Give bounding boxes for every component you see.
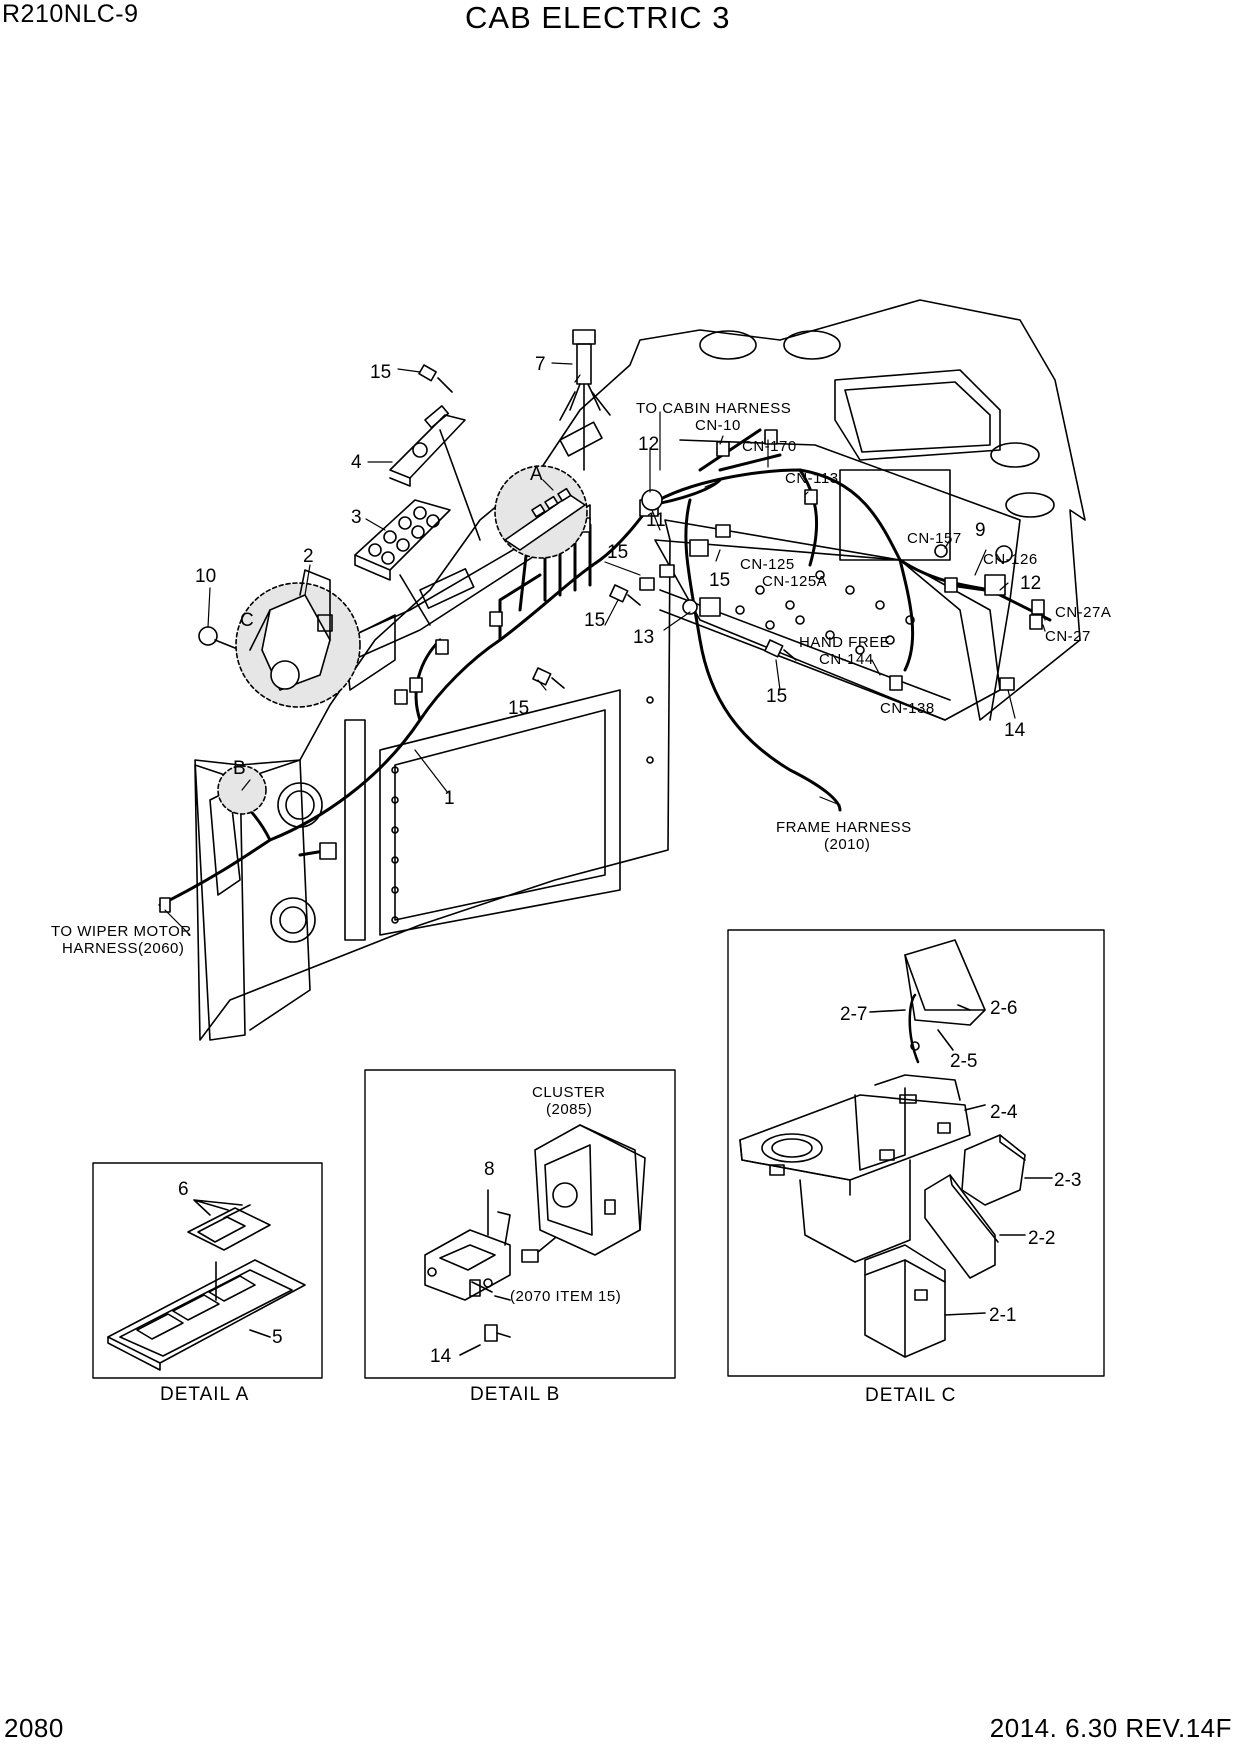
label-cn-170: CN-170 <box>742 438 797 455</box>
callout-7: 7 <box>535 354 546 375</box>
item-4-switch-panel <box>389 405 481 541</box>
detail-a-box <box>92 1162 323 1379</box>
callout-b: B <box>233 758 246 779</box>
harness-connectors <box>159 429 1045 913</box>
label-item-ref: (2070 ITEM 15) <box>510 1288 621 1305</box>
callout-15-e: 15 <box>508 698 529 719</box>
label-frame-harness-ref: (2010) <box>824 836 870 853</box>
item-7-switch <box>559 329 611 471</box>
model-number: R210NLC-9 <box>2 0 139 28</box>
item-3-button-panel <box>354 499 451 626</box>
label-cn-126: CN-126 <box>983 551 1038 568</box>
leader-lines <box>164 362 1046 936</box>
label-to-cabin-harness: TO CABIN HARNESS <box>636 400 791 417</box>
label-cn-27a: CN-27A <box>1055 604 1111 621</box>
label-cn-138: CN-138 <box>880 700 935 717</box>
label-wiper-line-2: HARNESS(2060) <box>62 940 184 957</box>
callout-2-1: 2-1 <box>989 1305 1016 1326</box>
detail-b-caption: DETAIL B <box>470 1384 560 1405</box>
callout-8: 8 <box>484 1159 495 1180</box>
callout-12-left: 12 <box>638 434 659 455</box>
callout-2-2: 2-2 <box>1028 1228 1055 1249</box>
label-cluster-ref: (2085) <box>546 1101 592 1118</box>
callout-14-top: 14 <box>1004 720 1026 741</box>
callout-12-right: 12 <box>1020 573 1041 594</box>
callout-c: C <box>240 610 254 631</box>
revision-date: 2014. 6.30 REV.14F <box>989 1713 1232 1743</box>
label-cn-157: CN-157 <box>907 530 962 547</box>
callout-15-f: 15 <box>766 686 787 707</box>
label-cluster: CLUSTER <box>532 1084 606 1101</box>
callout-15-c: 15 <box>709 570 730 591</box>
detail-a-caption: DETAIL A <box>160 1384 249 1405</box>
callouts: 15 7 4 3 2 10 C A B 1 12 11 15 15 15 13 … <box>178 354 1081 1367</box>
bolts <box>198 364 1015 691</box>
callout-6: 6 <box>178 1179 189 1200</box>
callout-5: 5 <box>272 1327 283 1348</box>
page-title: CAB ELECTRIC 3 <box>465 0 731 35</box>
callout-14-b: 14 <box>430 1346 452 1367</box>
callout-2-7: 2-7 <box>840 1004 867 1025</box>
label-cn-125: CN-125 <box>740 556 795 573</box>
detail-circle-a-part <box>504 487 586 551</box>
label-cn-125a: CN-125A <box>762 573 827 590</box>
callout-15-b: 15 <box>607 542 628 563</box>
callout-15-d: 15 <box>584 610 605 631</box>
callout-2: 2 <box>303 546 314 567</box>
callout-4: 4 <box>351 452 362 473</box>
label-wiper-line-1: TO WIPER MOTOR <box>51 923 192 940</box>
label-cn-144: CN-144 <box>819 651 874 668</box>
detail-c-box <box>727 929 1105 1377</box>
label-cn-27: CN-27 <box>1045 628 1091 645</box>
label-cn-113: CN-113 <box>785 470 839 487</box>
label-cn-10: CN-10 <box>695 417 741 434</box>
callout-9: 9 <box>975 520 986 541</box>
label-frame-harness: FRAME HARNESS <box>776 819 912 836</box>
callout-2-3: 2-3 <box>1054 1170 1081 1191</box>
detail-b-box <box>364 1069 676 1379</box>
label-hand-free: HAND FREE <box>799 634 890 651</box>
callout-15-top: 15 <box>370 362 391 383</box>
labels: TO CABIN HARNESS CN-10 CN-170 CN-113 CN-… <box>51 400 1111 1406</box>
callout-13: 13 <box>633 627 654 648</box>
detail-circle-c-part <box>249 569 333 691</box>
page-number: 2080 <box>4 1713 64 1743</box>
callout-3: 3 <box>351 507 362 528</box>
callout-1: 1 <box>444 788 455 809</box>
callout-10: 10 <box>195 566 216 587</box>
callout-11: 11 <box>646 510 666 531</box>
callout-2-6: 2-6 <box>990 998 1017 1019</box>
callout-2-4: 2-4 <box>990 1102 1018 1123</box>
callout-a: A <box>530 464 543 485</box>
detail-c-caption: DETAIL C <box>865 1385 956 1406</box>
callout-2-5: 2-5 <box>950 1051 977 1072</box>
